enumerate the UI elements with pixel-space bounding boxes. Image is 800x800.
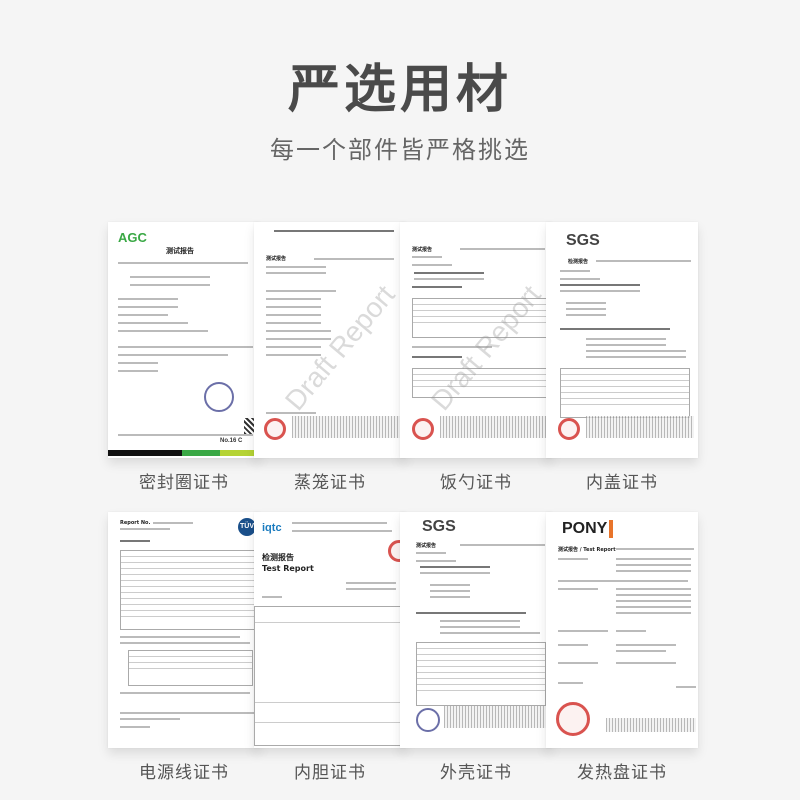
doc-title: Report No. (120, 520, 151, 526)
certificate-label: 外壳证书 (440, 763, 512, 783)
certificate-label: 密封圈证书 (139, 473, 229, 493)
doc-title: 检测报告 (262, 553, 294, 562)
certificate-image[interactable]: iqtc 检测报告 Test Report (254, 512, 406, 748)
certificate-label: 蒸笼证书 (294, 473, 366, 493)
certificate-image[interactable]: SGS 测试报告 (400, 512, 552, 748)
stamp-icon (412, 418, 434, 440)
certificate-image[interactable]: PONY 测试报告 / Test Report (546, 512, 698, 748)
doc-title: 测试报告 (166, 247, 194, 255)
stamp-icon (558, 418, 580, 440)
doc-subtitle: Test Report (262, 564, 314, 573)
certificate-label: 内盖证书 (586, 473, 658, 493)
sgs-logo: SGS (566, 232, 600, 249)
stamp-icon (556, 702, 590, 736)
certificate-image[interactable]: SGS 检测报告 (546, 222, 698, 458)
doc-title: 测试报告 (416, 543, 437, 549)
stamp-icon (264, 418, 286, 440)
page-subtitle: 每一个部件皆严格挑选 (270, 136, 530, 164)
sgs-logo: SGS (422, 518, 456, 535)
doc-number: No.16 C (220, 438, 243, 444)
doc-title: 测试报告 / Test Report (558, 547, 616, 553)
page-title: 严选用材 (287, 60, 512, 120)
tuv-logo: TÜV (238, 518, 256, 536)
pony-logo: PONY (562, 520, 614, 538)
doc-title: 测试报告 (266, 256, 287, 262)
certificate-label: 电源线证书 (139, 763, 229, 783)
sgs-seal-icon (416, 708, 440, 732)
stamp-icon (204, 382, 234, 412)
doc-title: 检测报告 (568, 259, 589, 265)
agc-logo: AGC (118, 230, 147, 245)
certificate-label: 发热盘证书 (577, 763, 667, 783)
qr-code-icon (244, 418, 256, 434)
certificate-image[interactable]: 测试报告 Draft Report (254, 222, 406, 458)
certificate-label: 内胆证书 (294, 763, 366, 783)
certificate-image[interactable]: 测试报告 Draft Report (400, 222, 552, 458)
certificate-image[interactable]: AGC 测试报告 No.16 C (108, 222, 260, 458)
iqtc-logo: iqtc (262, 522, 282, 534)
doc-title: 测试报告 (412, 247, 433, 253)
certificate-image[interactable]: Report No. TÜV (108, 512, 260, 748)
certificate-label: 饭勺证书 (440, 473, 512, 493)
